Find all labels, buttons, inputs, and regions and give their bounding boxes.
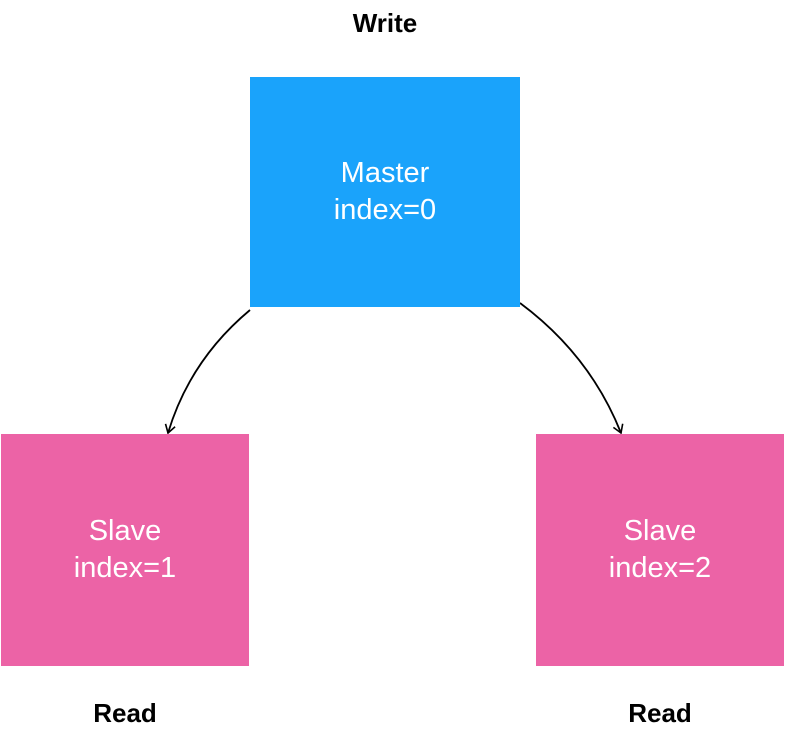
write-label: Write [352, 8, 418, 38]
master-node: Master index=0 [250, 77, 520, 307]
slave-node-2: Slave index=2 [536, 434, 784, 666]
slave-node-1: Slave index=1 [1, 434, 249, 666]
slave-1-role-label: Slave [88, 515, 162, 547]
slave-1-index-label: index=1 [73, 552, 177, 584]
read-label-2: Read [628, 698, 692, 728]
slave-2-role-label: Slave [623, 515, 697, 547]
arrow-master-to-slave-1 [164, 309, 251, 435]
arrow-master-to-slave-2 [519, 302, 624, 435]
master-index-label: index=0 [333, 194, 437, 226]
read-label-1: Read [93, 698, 157, 728]
master-role-label: Master [340, 157, 430, 189]
slave-2-index-label: index=2 [608, 552, 712, 584]
